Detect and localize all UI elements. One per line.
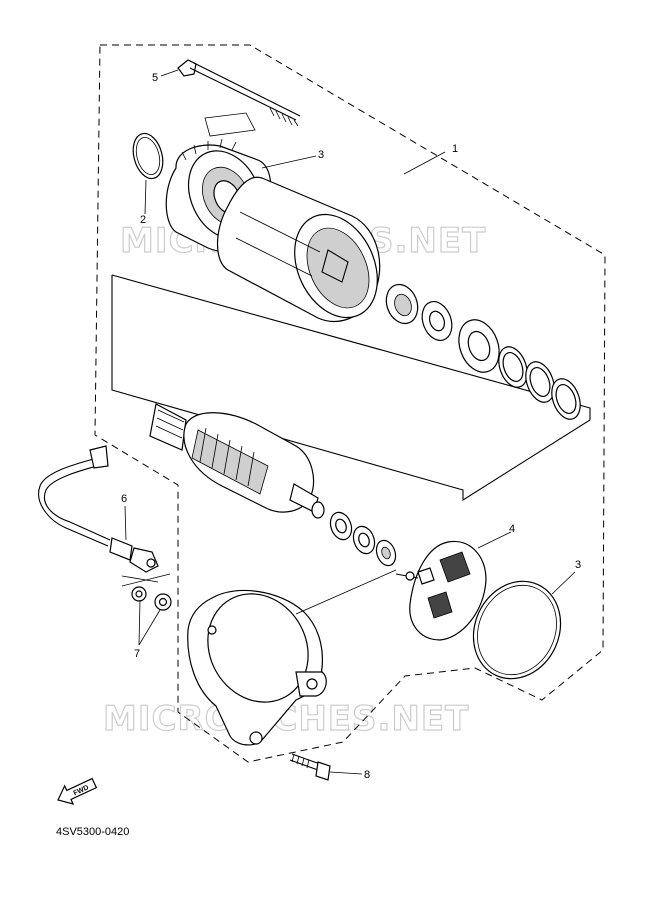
assembly-boundary bbox=[94, 44, 606, 763]
callout-2: 2 bbox=[140, 214, 146, 226]
exploded-axis-plane bbox=[111, 274, 591, 501]
callout-3-right: 3 bbox=[575, 559, 581, 571]
bearing bbox=[385, 283, 419, 325]
callout-7: 7 bbox=[134, 648, 140, 660]
callout-5: 5 bbox=[152, 72, 158, 84]
washer-set-upper bbox=[421, 301, 581, 420]
mounting-screw bbox=[289, 753, 331, 781]
callout-6: 6 bbox=[121, 493, 127, 505]
fwd-arrow: FWD bbox=[57, 777, 98, 805]
leader-lines bbox=[124, 69, 576, 775]
bolt-reference-box bbox=[204, 112, 256, 137]
callout-1: 1 bbox=[452, 143, 458, 155]
callout-4: 4 bbox=[509, 523, 515, 535]
o-ring-3 bbox=[472, 580, 562, 680]
washer-set-lower bbox=[329, 511, 397, 567]
rear-cover bbox=[187, 589, 327, 746]
part-code: 4SV5300-0420 bbox=[56, 826, 129, 838]
nut-washer bbox=[121, 573, 172, 611]
lead-wire bbox=[38, 445, 159, 573]
brush-holder bbox=[395, 540, 487, 641]
yoke-housing bbox=[217, 176, 381, 322]
long-bolt bbox=[177, 59, 301, 127]
armature bbox=[149, 403, 325, 519]
callout-8: 8 bbox=[364, 769, 370, 781]
callout-3-top: 3 bbox=[318, 149, 324, 161]
